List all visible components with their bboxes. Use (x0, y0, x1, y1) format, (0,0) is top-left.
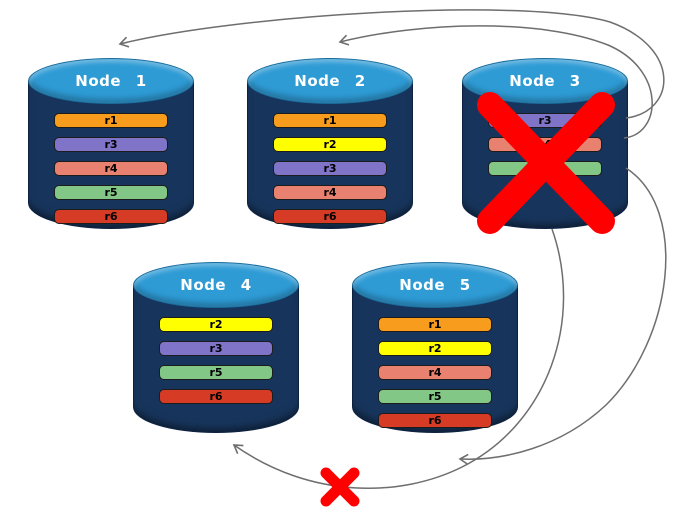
node-4-replica-list: r2 r3 r5 r6 (133, 317, 299, 404)
node-5-replica-list: r1 r2 r4 r5 r6 (352, 317, 518, 428)
replica-badge-r1: r1 (378, 317, 492, 332)
node-5-cylinder-top: Node 5 (352, 262, 518, 308)
replica-badge-r3: r3 (488, 113, 602, 128)
replica-badge-r6: r6 (54, 209, 168, 224)
replica-badge-r5: r5 (488, 161, 602, 176)
replica-badge-r4: r4 (54, 161, 168, 176)
replica-badge-r3: r3 (159, 341, 273, 356)
replica-badge-r5: r5 (54, 185, 168, 200)
node-3-replica-list: r3 r4 r5 (462, 113, 628, 176)
replica-badge-r1: r1 (54, 113, 168, 128)
node-1-label: Node 1 (75, 72, 147, 90)
replica-badge-r6: r6 (273, 209, 387, 224)
replica-badge-r6: r6 (378, 413, 492, 428)
replica-badge-r4: r4 (488, 137, 602, 152)
node-4-cylinder-top: Node 4 (133, 262, 299, 308)
node-2: Node 2 r1 r2 r3 r4 r6 (247, 58, 413, 230)
replica-badge-r3: r3 (273, 161, 387, 176)
replica-badge-r1: r1 (273, 113, 387, 128)
node-3-label: Node 3 (509, 72, 581, 90)
node-1-replica-list: r1 r3 r4 r5 r6 (28, 113, 194, 224)
replica-badge-r3: r3 (54, 137, 168, 152)
replica-badge-r6: r6 (159, 389, 273, 404)
node-4: Node 4 r2 r3 r5 r6 (133, 262, 299, 434)
node-1-cylinder-top: Node 1 (28, 58, 194, 104)
node-3: Node 3 r3 r4 r5 (462, 58, 628, 230)
node-2-replica-list: r1 r2 r3 r4 r6 (247, 113, 413, 224)
replica-badge-r2: r2 (273, 137, 387, 152)
replica-badge-r4: r4 (378, 365, 492, 380)
replica-badge-r2: r2 (159, 317, 273, 332)
replica-badge-r5: r5 (378, 389, 492, 404)
replica-badge-r4: r4 (273, 185, 387, 200)
replica-badge-r5: r5 (159, 365, 273, 380)
broken-transfer-x-icon (320, 467, 360, 507)
node-2-cylinder-top: Node 2 (247, 58, 413, 104)
node-2-label: Node 2 (294, 72, 366, 90)
node-3-cylinder-top: Node 3 (462, 58, 628, 104)
node-5: Node 5 r1 r2 r4 r5 r6 (352, 262, 518, 434)
replica-badge-r2: r2 (378, 341, 492, 356)
node-1: Node 1 r1 r3 r4 r5 r6 (28, 58, 194, 230)
node-4-label: Node 4 (180, 276, 252, 294)
node-5-label: Node 5 (399, 276, 471, 294)
